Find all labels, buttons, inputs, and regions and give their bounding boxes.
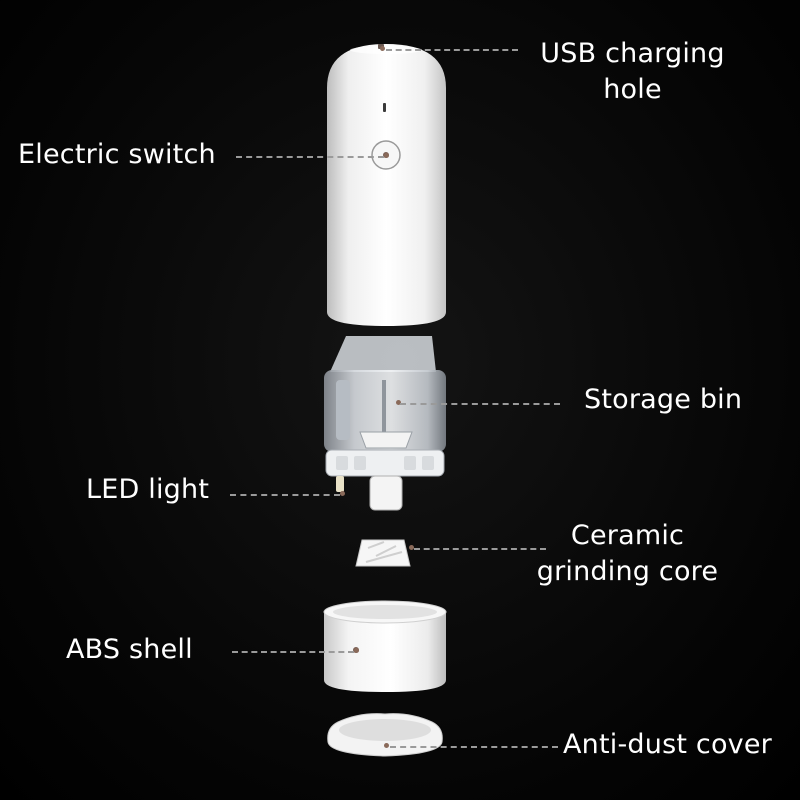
storage-leader-line — [400, 403, 560, 405]
label-ceramic-line1: Ceramic — [570, 520, 685, 551]
anti-dust-cover — [327, 713, 443, 757]
label-usb-line1: USB charging — [540, 38, 725, 69]
label-abs-shell: ABS shell — [66, 634, 193, 665]
label-ceramic-line2: grinding core — [536, 556, 719, 587]
led-light — [336, 476, 344, 492]
led-leader-line — [230, 494, 340, 496]
ceramic-grinding-core — [355, 539, 411, 567]
indicator-slot — [383, 103, 386, 112]
antidust-leader-line — [390, 746, 558, 748]
usb-leader-line — [386, 49, 518, 51]
label-anti-dust-cover: Anti-dust cover — [563, 729, 772, 760]
label-usb-line2: hole — [603, 74, 662, 105]
abs-leader-line — [232, 651, 354, 653]
label-usb-charging-hole: USB charging hole — [530, 36, 735, 108]
storage-bin — [324, 336, 446, 511]
main-body — [327, 44, 446, 326]
label-led-light: LED light — [86, 474, 210, 505]
label-storage-bin: Storage bin — [584, 384, 743, 415]
label-ceramic-grinding-core: Ceramic grinding core — [525, 518, 730, 590]
ceramic-leader-line — [414, 548, 546, 550]
label-electric-switch: Electric switch — [18, 139, 216, 170]
abs-shell — [323, 600, 447, 692]
switch-leader-line — [236, 156, 384, 158]
